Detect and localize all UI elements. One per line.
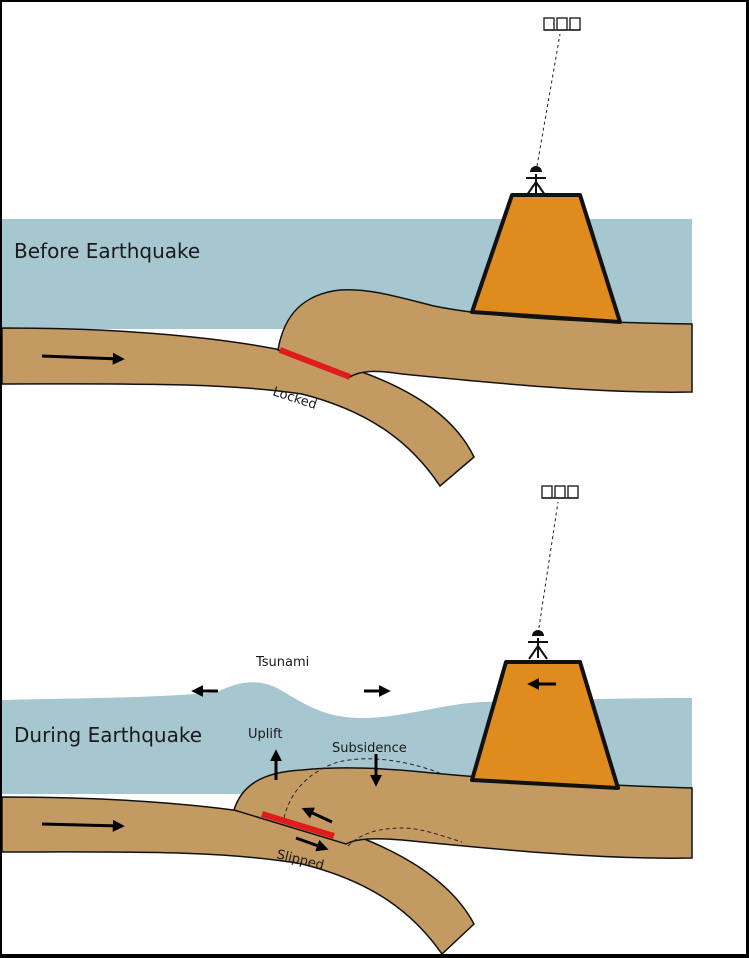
before-gps-satellite-icon	[543, 17, 581, 31]
before-panel: Before Earthquake Locked	[2, 17, 693, 488]
during-plate-motion-arrow	[41, 819, 125, 832]
during-title: During Earthquake	[14, 723, 202, 747]
during-gps-satellite-icon	[541, 485, 579, 499]
uplift-label: Uplift	[248, 727, 282, 742]
during-slipped-fault	[261, 811, 335, 839]
before-mountain	[470, 193, 622, 324]
during-gps-link	[537, 501, 559, 635]
before-title: Before Earthquake	[14, 239, 200, 263]
before-plate-motion-arrow	[41, 352, 125, 365]
during-previous-base-dashed	[347, 827, 463, 847]
during-mountain	[470, 660, 620, 790]
slip-arrow-down-right	[295, 836, 329, 852]
tsunami-label: Tsunami	[255, 655, 309, 670]
before-gps-station-icon	[526, 166, 546, 196]
before-gps-link	[535, 33, 561, 173]
during-gps-station-icon	[528, 630, 548, 660]
before-locked-fault	[278, 347, 352, 380]
before-subducting-plate	[2, 327, 475, 488]
during-previous-surface-dashed	[283, 758, 443, 819]
during-panel: During Earthquake Tsunami Uplift Subside…	[2, 485, 693, 954]
slip-arrow-up-left	[301, 807, 333, 824]
subsidence-label: Subsidence	[332, 741, 407, 756]
